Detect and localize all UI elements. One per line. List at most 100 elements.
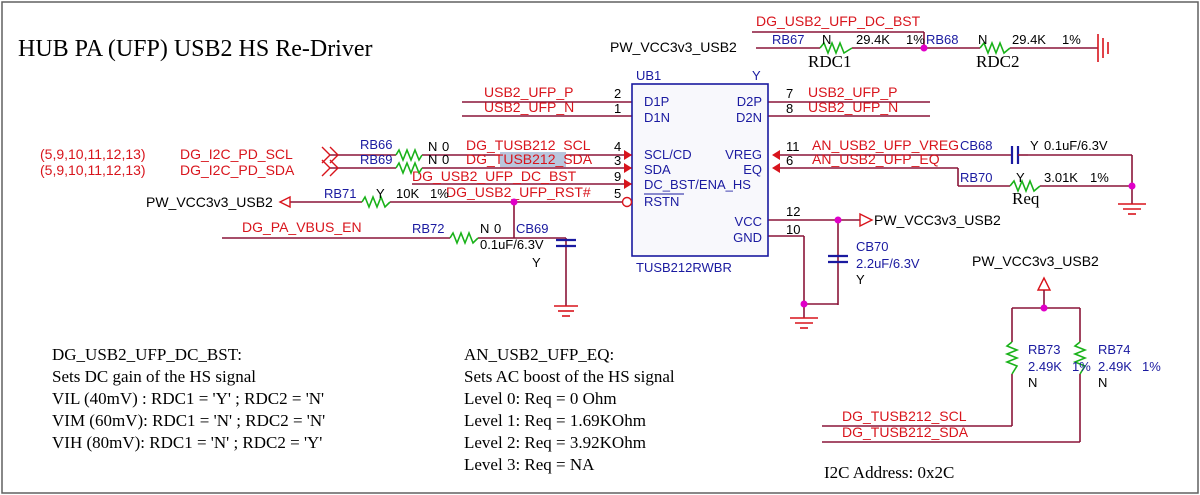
arrow-pin-sda <box>624 163 632 173</box>
pin-num-11: 11 <box>786 139 800 154</box>
note-dc-bst-heading: DG_USB2_UFP_DC_BST: <box>52 345 242 364</box>
pw-left-arrow-icon <box>278 195 291 209</box>
rb71-pop: Y <box>376 186 385 201</box>
cb70-value: 2.2uF/6.3V <box>856 256 920 271</box>
net-scl-pages: (5,9,10,11,12,13) <box>40 146 146 162</box>
offpage-sda-icon <box>329 159 339 177</box>
rb70-value: 3.01K <box>1044 170 1078 185</box>
net-i2c-sda-right: DG_TUSB212_SDA <box>842 424 969 440</box>
pin-name-vcc: VCC <box>735 214 762 229</box>
net-labels: USB2_UFP_P USB2_UFP_N USB2_UFP_P USB2_UF… <box>40 13 969 440</box>
pin-name-d2p: D2P <box>737 94 762 109</box>
notes-dc-bst: DG_USB2_UFP_DC_BST: Sets DC gain of the … <box>52 345 325 452</box>
arrow-pin-eq <box>772 163 780 173</box>
rb74-pop: N <box>1098 375 1107 390</box>
rb72-ref: RB72 <box>412 221 445 236</box>
pin-num-5: 5 <box>614 186 621 201</box>
pw-left-label: PW_VCC3v3_USB2 <box>146 194 273 210</box>
offpage-connectors <box>321 146 339 177</box>
net-usb2-ufp-p-left: USB2_UFP_P <box>484 84 573 100</box>
net-dg-tusb212-sda: DG_TUSB212_SDA <box>466 151 593 167</box>
pw-vcc-arrow-icon <box>859 212 874 228</box>
rb71-ref: RB71 <box>324 186 357 201</box>
rdc2-label: RDC2 <box>976 52 1019 71</box>
note-dc-bst-line-4: VIH (80mV): RDC1 = 'N' ; RDC2 = 'Y' <box>52 433 322 452</box>
rb74-tol: 1% <box>1142 359 1161 374</box>
cb69-ref: CB69 <box>516 221 549 236</box>
cb69-value: 0.1uF/6.3V <box>480 237 544 252</box>
rb73-pop: N <box>1028 375 1037 390</box>
pin-num-7: 7 <box>786 86 793 101</box>
net-dg-i2c-pd-sda: DG_I2C_PD_SDA <box>180 162 295 178</box>
pw-right-label: PW_VCC3v3_USB2 <box>972 253 1099 269</box>
pin-name-rstn: RSTN <box>644 194 679 209</box>
pin-num-6: 6 <box>786 153 793 168</box>
rb69-value: 0 <box>442 152 449 167</box>
rb70-tol: 1% <box>1090 170 1109 185</box>
pin-name-sda: SDA <box>644 162 671 177</box>
pin-name-d2n: D2N <box>736 110 762 125</box>
rb70-pop: Y <box>1016 170 1025 185</box>
rb66-ref: RB66 <box>360 137 393 152</box>
capacitors <box>556 146 1020 264</box>
offpage-scl-icon <box>329 146 339 164</box>
pin-num-2: 2 <box>614 86 621 101</box>
pin-num-10: 10 <box>786 222 800 237</box>
arrow-pin-vreg <box>772 150 780 160</box>
pin-name-gnd: GND <box>733 230 762 245</box>
cb68-pop: Y <box>1030 138 1039 153</box>
rb70-ref: RB70 <box>960 170 993 185</box>
pw-top-label: PW_VCC3v3_USB2 <box>610 39 737 55</box>
rb67-value: 29.4K <box>856 32 890 47</box>
pin-num-1: 1 <box>614 101 621 116</box>
gnd-vreg-icon <box>1118 203 1146 215</box>
net-an-usb2-ufp-eq: AN_USB2_UFP_EQ <box>812 151 940 167</box>
cb68-ref: CB68 <box>960 138 993 153</box>
net-highlight <box>500 152 566 167</box>
pin-name-scl: SCL/CD <box>644 147 692 162</box>
rb74-ref: RB74 <box>1098 342 1131 357</box>
rb66-pop: N <box>428 139 437 154</box>
rb67-ref: RB67 <box>772 32 805 47</box>
rb68-icon <box>979 40 1011 56</box>
rb71-value: 10K <box>396 186 419 201</box>
design-labels: RDC1 RDC2 Req <box>808 52 1040 208</box>
cb70-pop: Y <box>856 272 865 287</box>
pin-num-12: 12 <box>786 204 800 219</box>
rb72-pop: N <box>480 221 489 236</box>
rb72-icon <box>449 230 479 246</box>
pin-num-9: 9 <box>614 169 621 184</box>
ic-body <box>631 83 769 257</box>
note-dc-bst-line-2: VIL (40mV) : RDC1 = 'Y' ; RDC2 = 'N' <box>52 389 324 408</box>
note-eq-line-2: Level 0: Req = 0 Ohm <box>464 389 617 408</box>
note-eq-heading: AN_USB2_UFP_EQ: <box>464 345 614 364</box>
net-top-dc-bst: DG_USB2_UFP_DC_BST <box>756 13 921 29</box>
ground-symbols <box>554 34 1146 329</box>
net-dg-usb2-ufp-rst: DG_USB2_UFP_RST# <box>446 184 591 200</box>
pin-name-d1n: D1N <box>644 110 670 125</box>
rb66-icon <box>395 147 423 163</box>
pin-name-eq: EQ <box>743 162 762 177</box>
note-eq-line-4: Level 2: Req = 3.92KOhm <box>464 433 646 452</box>
rb68-tol: 1% <box>1062 32 1081 47</box>
rb69-icon <box>395 160 423 176</box>
arrow-pin-dcbst <box>624 179 632 189</box>
rb69-pop: N <box>428 152 437 167</box>
note-dc-bst-line-1: Sets DC gain of the HS signal <box>52 367 256 386</box>
rb73-ref: RB73 <box>1028 342 1061 357</box>
pin-num-3: 3 <box>614 153 621 168</box>
cb68-value: 0.1uF/6.3V <box>1044 138 1108 153</box>
net-dg-usb2-ufp-dc-bst: DG_USB2_UFP_DC_BST <box>412 168 577 184</box>
rb71-tol: 1% <box>430 186 449 201</box>
rb73-tol: 1% <box>1072 359 1091 374</box>
rb73-icon <box>1004 341 1020 375</box>
rb68-ref: RB68 <box>926 32 959 47</box>
junctions <box>510 44 1136 312</box>
net-usb2-ufp-n-right: USB2_UFP_N <box>808 99 898 115</box>
pw-vcc-label: PW_VCC3v3_USB2 <box>874 212 1001 228</box>
pin-name-dcbst: DC_BST/ENA_HS <box>644 177 751 192</box>
rb71-icon <box>361 194 391 210</box>
power-labels: PW_VCC3v3_USB2 PW_VCC3v3_USB2 PW_VCC3v3_… <box>146 39 1099 269</box>
